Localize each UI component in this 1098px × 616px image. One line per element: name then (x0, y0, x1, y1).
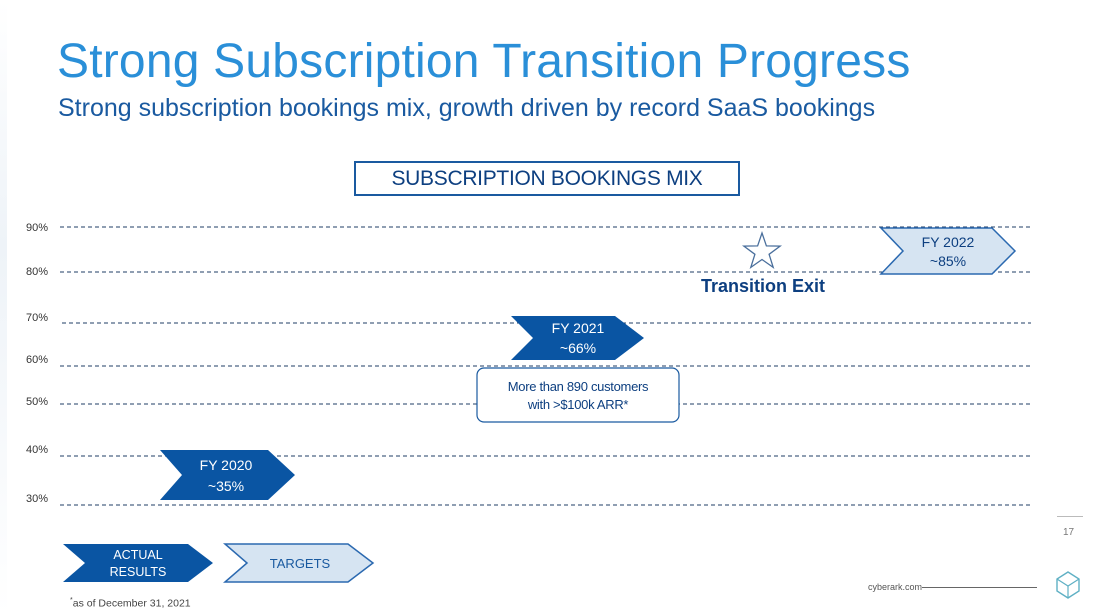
y-tick-label: 90% (26, 222, 48, 234)
marker-year-label: FY 2021 (552, 320, 605, 336)
marker-year-label: FY 2022 (922, 234, 975, 250)
page-number-rule (1057, 516, 1083, 517)
y-tick-label: 50% (26, 396, 48, 408)
y-tick-label: 40% (26, 444, 48, 456)
footnote-mark: * (70, 597, 73, 604)
customers-callout-box (476, 367, 680, 423)
website-rule (922, 587, 1037, 588)
page-number: 17 (1063, 527, 1075, 538)
actual-result-marker (160, 450, 295, 500)
website-label: cyberark.com (868, 582, 923, 592)
customers-callout-line1: More than 890 customers (508, 379, 649, 394)
footnote: *as of December 31, 2021 (70, 597, 191, 610)
customers-callout-line2: with >$100k ARR* (527, 397, 629, 412)
transition-exit-label: Transition Exit (701, 276, 825, 296)
marker-value-label: ~35% (208, 478, 244, 494)
marker-value-label: ~85% (930, 253, 966, 269)
y-tick-label: 70% (26, 312, 48, 324)
target-marker (879, 227, 1017, 275)
legend-target-label: TARGETS (270, 556, 331, 571)
marker-value-label: ~66% (560, 340, 596, 356)
legend-target-marker (222, 543, 375, 583)
left-edge-bar (0, 0, 7, 616)
y-tick-label: 80% (26, 266, 48, 278)
legend-actual-label-line1: ACTUAL (113, 548, 162, 562)
bookings-mix-label-box: SUBSCRIPTION BOOKINGS MIX (354, 161, 740, 196)
marker-year-label: FY 2020 (200, 457, 253, 473)
slide-title: Strong Subscription Transition Progress (57, 35, 911, 88)
y-tick-label: 30% (26, 493, 48, 505)
star-icon (741, 230, 783, 270)
slide-subtitle: Strong subscription bookings mix, growth… (58, 94, 876, 122)
actual-result-marker (511, 316, 644, 360)
y-tick-label: 60% (26, 354, 48, 366)
logo-cube-edge (1056, 578, 1080, 587)
footnote-text: as of December 31, 2021 (72, 597, 191, 610)
legend-actual-label-line2: RESULTS (110, 565, 167, 579)
bookings-mix-label: SUBSCRIPTION BOOKINGS MIX (391, 166, 703, 190)
legend-actual-marker (63, 544, 213, 582)
